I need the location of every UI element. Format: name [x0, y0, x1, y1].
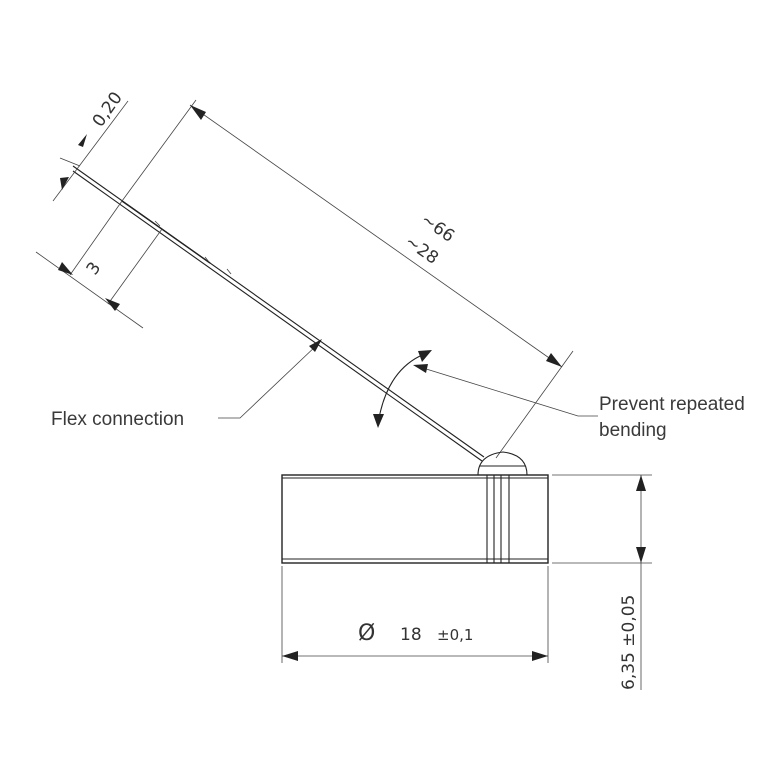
- prevent-repeated-label: Prevent repeated: [599, 394, 745, 415]
- sensor-body: [281, 451, 549, 564]
- height-label: 6,35 ±0,05: [619, 595, 639, 690]
- width-dimension: [35, 200, 163, 329]
- flex-cable: [72, 165, 485, 462]
- length-dimension: [121, 99, 574, 459]
- height-dimension: [552, 474, 652, 690]
- flex-connection-label: Flex connection: [51, 409, 184, 430]
- flex-width-label: 3: [83, 259, 106, 279]
- diameter-tolerance: ±0,1: [437, 626, 473, 644]
- prevent-bending-leader: [413, 364, 598, 417]
- diameter-value: 18: [400, 625, 422, 645]
- bending-label: bending: [599, 420, 667, 441]
- diameter-symbol: Ø: [358, 621, 375, 646]
- thickness-dimension: [52, 100, 129, 202]
- bending-arrow: [373, 350, 432, 428]
- diameter-dimension: [281, 566, 549, 663]
- flex-connection-leader: [218, 339, 322, 419]
